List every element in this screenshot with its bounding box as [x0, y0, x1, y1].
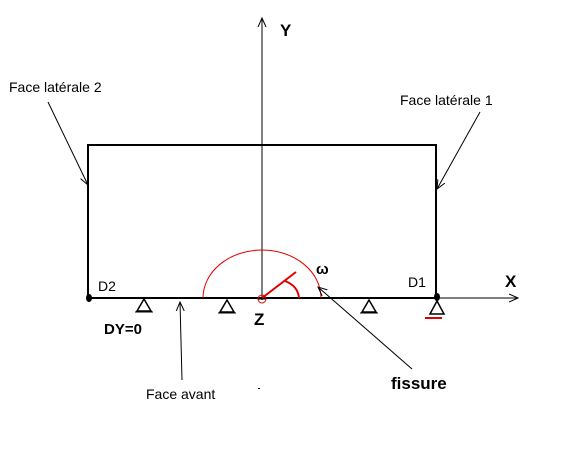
pointer-face-laterale-1 — [437, 111, 481, 189]
face-laterale-2-label: Face latérale 2 — [9, 79, 102, 95]
dy-label: DY=0 — [104, 321, 142, 338]
support-triangle-icon — [135, 297, 153, 313]
d2-label: D2 — [98, 278, 116, 294]
crack-arc — [202, 249, 322, 299]
y-axis-label: Y — [280, 21, 292, 40]
face-laterale-1-label: Face latérale 1 — [400, 92, 493, 108]
omega-angle-arc — [284, 280, 300, 299]
stray-dot — [258, 388, 260, 389]
omega-radius-line — [261, 271, 297, 299]
d1-label: D1 — [408, 274, 426, 290]
support-triangle-icon — [360, 298, 378, 314]
node-d1-dot-icon — [434, 293, 440, 301]
pointer-fissure — [318, 287, 413, 370]
x-axis-label: X — [505, 272, 517, 291]
support-triangle-icon — [218, 298, 236, 314]
z-axis-label: Z — [254, 310, 264, 329]
pointer-face-laterale-2 — [47, 101, 88, 185]
face-avant-label: Face avant — [146, 386, 215, 402]
pointer-face-avant — [180, 302, 182, 381]
node-d2-dot-icon — [86, 294, 92, 302]
support-triangle-d1-icon — [425, 299, 446, 319]
fissure-label: fissure — [391, 374, 447, 393]
omega-label: ω — [316, 261, 329, 278]
